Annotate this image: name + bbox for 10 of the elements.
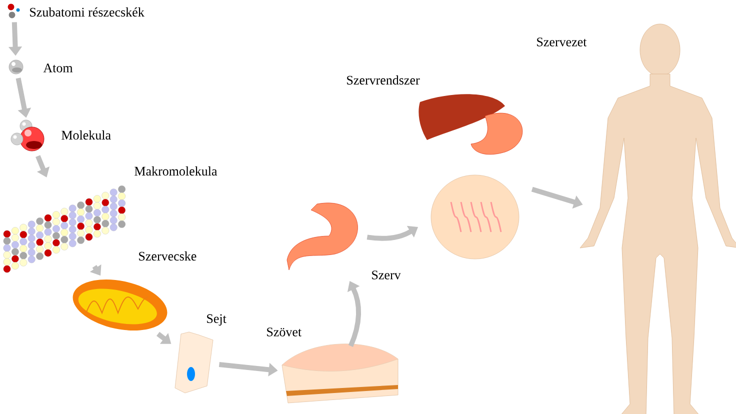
- level-label: Szerv: [372, 270, 401, 280]
- level-label: Szervezet: [537, 38, 587, 46]
- level-label: Szervrendszer: [347, 75, 420, 85]
- level-label: Szövet: [267, 328, 302, 336]
- level-label: Szubatomi részecskék: [30, 7, 144, 17]
- level-label: Szervecske: [139, 251, 196, 261]
- level-label: Sejt: [207, 314, 226, 326]
- level-label: Atom: [43, 64, 73, 72]
- level-label: Molekula: [62, 130, 111, 140]
- level-label: Makromolekula: [134, 166, 218, 176]
